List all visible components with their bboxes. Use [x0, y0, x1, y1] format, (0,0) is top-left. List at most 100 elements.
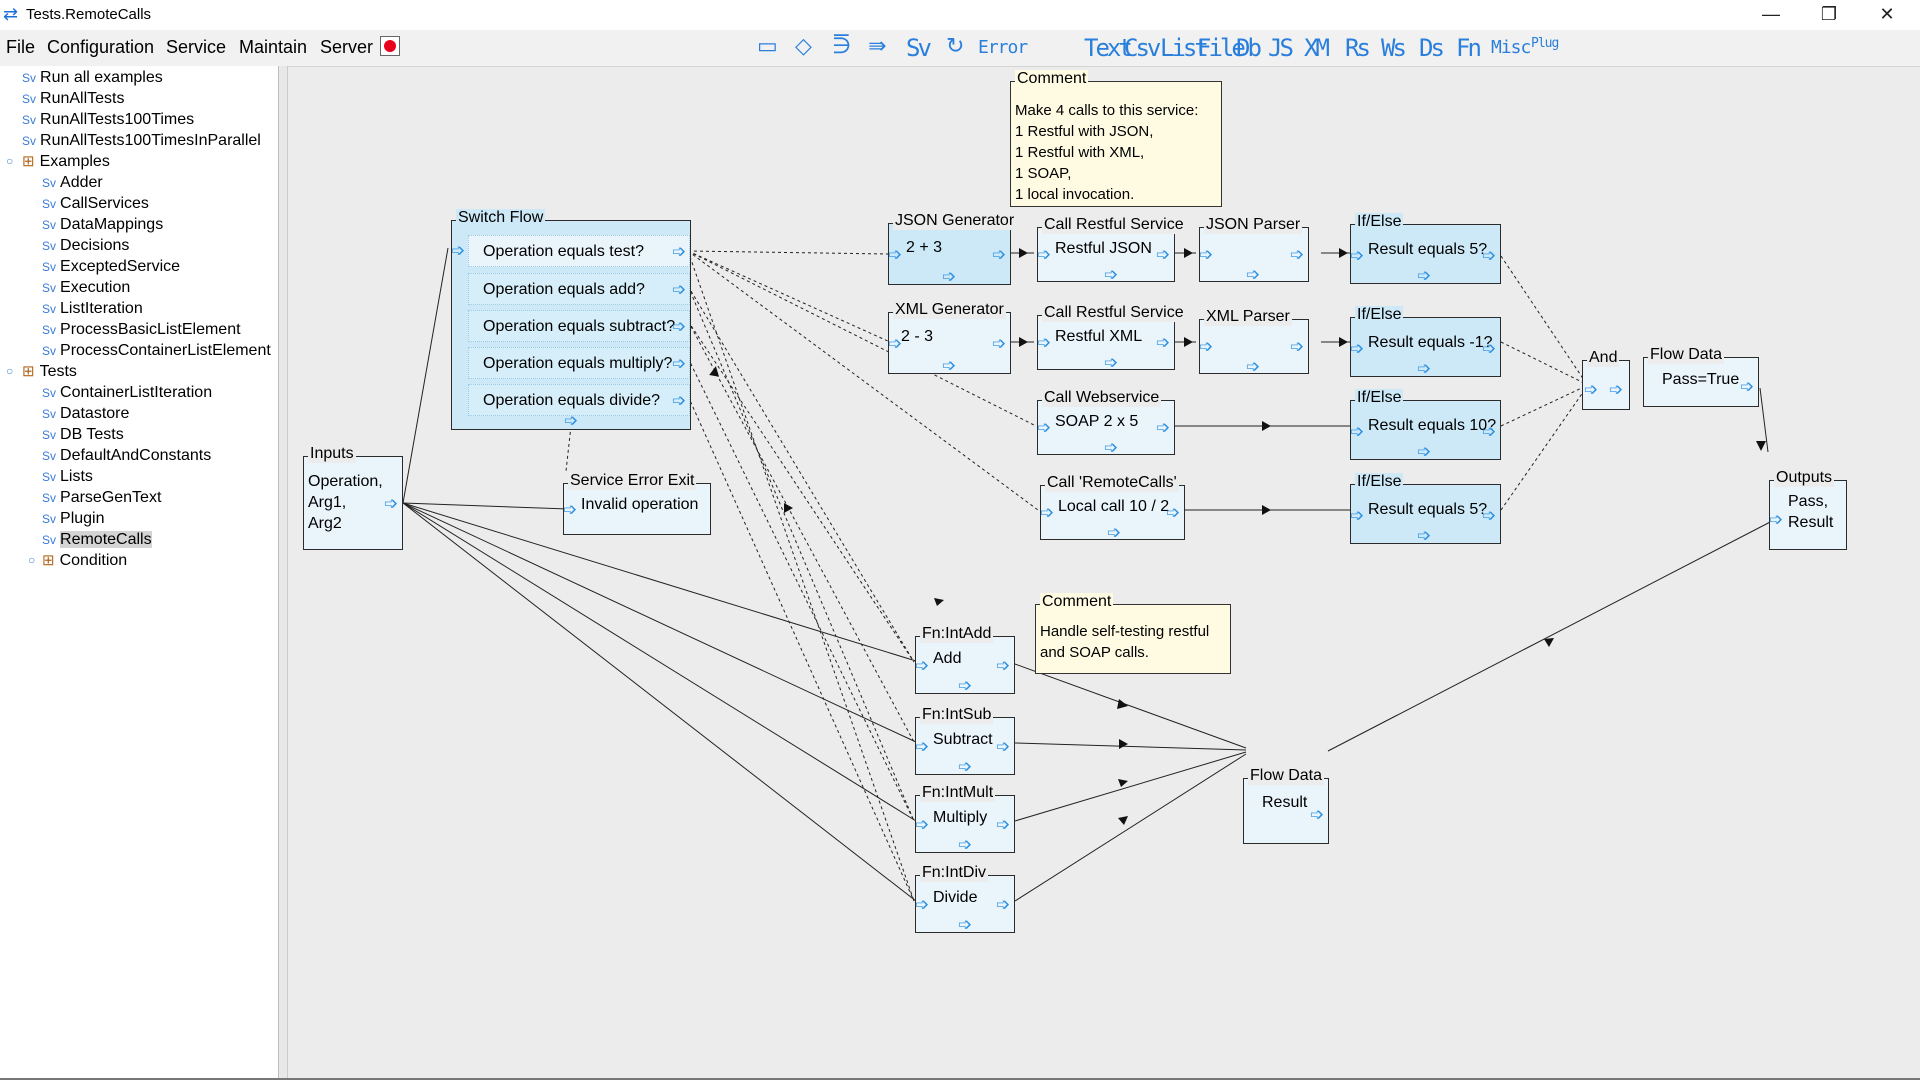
switch-branch[interactable]: Operation equals test? [468, 235, 690, 267]
tree-folder-examples[interactable]: ⊞Examples [22, 153, 110, 170]
input-port-icon[interactable]: ➩ [1199, 245, 1214, 264]
output-port-icon[interactable]: ➩ [996, 737, 1011, 756]
input-port-icon[interactable]: ➩ [1037, 333, 1052, 352]
call-webservice-node[interactable]: Call Webservice ➩ SOAP 2 x 5 ➩ ➩ [1037, 389, 1175, 457]
switch-flow-node[interactable]: Switch Flow ➩ Operation equals test? Ope… [451, 209, 691, 430]
outputs-node[interactable]: Outputs Pass, Result ➩ [1769, 469, 1847, 550]
js-button[interactable]: JS [1268, 34, 1294, 62]
call-restful-xml-node[interactable]: Call Restful Service ➩ Restful XML ➩ ➩ [1037, 304, 1186, 372]
decision-icon[interactable]: ◇ [795, 34, 812, 59]
else-port-icon[interactable]: ➩ [1417, 359, 1432, 378]
input-port-icon[interactable]: ➩ [915, 656, 930, 675]
else-port-icon[interactable]: ➩ [1417, 266, 1432, 285]
db-button[interactable]: Db [1236, 34, 1262, 62]
error-port-icon[interactable]: ➩ [1107, 523, 1122, 542]
else-port-icon[interactable]: ➩ [1417, 442, 1432, 461]
output-port-icon[interactable]: ➩ [1740, 377, 1755, 396]
error-port-icon[interactable]: ➩ [942, 267, 957, 286]
call-restful-json-node[interactable]: Call Restful Service ➩ Restful JSON ➩ ➩ [1037, 216, 1186, 284]
flow-icon[interactable]: ⇛ [868, 34, 887, 59]
minimize-button[interactable]: — [1762, 4, 1780, 24]
error-button[interactable]: Error [978, 37, 1028, 58]
file-button[interactable]: File [1197, 34, 1246, 62]
input-icon[interactable]: ▭ [757, 34, 778, 59]
menu-service[interactable]: Service [166, 37, 227, 57]
if-else-node[interactable]: If/Else ➩ Result equals 5? ➩ ➩ [1350, 473, 1501, 544]
menu-server[interactable]: Server [320, 37, 374, 57]
tree-toggle-icon[interactable]: ○ [6, 364, 14, 378]
if-else-node[interactable]: If/Else ➩ Result equals 10? ➩ ➩ [1350, 389, 1501, 461]
xml-parser-node[interactable]: XML Parser ➩ ➩ ➩ [1199, 308, 1309, 376]
output-port-icon[interactable]: ➩ [996, 895, 1011, 914]
error-port-icon[interactable]: ➩ [958, 915, 973, 934]
output-port-icon[interactable]: ➩ [996, 815, 1011, 834]
switch-branch[interactable]: Operation equals subtract? [468, 310, 690, 342]
if-else-node[interactable]: If/Else ➩ Result equals 5? ➩ ➩ [1350, 213, 1501, 285]
output-port-icon[interactable]: ➩ [1290, 337, 1305, 356]
error-port-icon[interactable]: ➩ [1104, 438, 1119, 457]
output-port-icon[interactable]: ➩ [1482, 339, 1497, 358]
error-port-icon[interactable]: ➩ [1104, 353, 1119, 372]
error-port-icon[interactable]: ➩ [1246, 265, 1261, 284]
csv-button[interactable]: Csv [1124, 34, 1161, 62]
output-port-icon[interactable]: ➩ [1310, 805, 1325, 824]
error-port-icon[interactable]: ➩ [958, 757, 973, 776]
output-port-icon[interactable]: ➩ [1290, 245, 1305, 264]
and-node[interactable]: And ➩ ➩ [1582, 349, 1630, 410]
output-port-icon[interactable]: ➩ [1166, 503, 1181, 522]
output-port-icon[interactable]: ➩ [1482, 506, 1497, 525]
ws-button[interactable]: Ws [1381, 34, 1407, 62]
input-port-icon[interactable]: ➩ [915, 895, 930, 914]
output-port-icon[interactable]: ➩ [672, 242, 687, 261]
service-button[interactable]: Sv [906, 34, 932, 62]
output-port-icon[interactable]: ➩ [672, 354, 687, 373]
input-port-icon[interactable]: ➩ [1769, 510, 1784, 529]
switch-branch[interactable]: Operation equals multiply? [468, 347, 690, 379]
flow-canvas[interactable]: Comment Make 4 calls to this service: 1 … [288, 66, 1920, 1080]
input-port-icon[interactable]: ➩ [915, 815, 930, 834]
output-port-icon[interactable]: ➩ [1156, 333, 1171, 352]
comment-note[interactable]: Comment Handle self-testing restful and … [1035, 593, 1231, 674]
list-button[interactable]: List [1160, 34, 1209, 62]
output-port-icon[interactable]: ➩ [1482, 246, 1497, 265]
input-port-icon[interactable]: ➩ [451, 241, 466, 260]
text-button[interactable]: Text [1084, 34, 1133, 62]
menu-maintain[interactable]: Maintain [239, 37, 308, 57]
input-port-icon[interactable]: ➩ [888, 334, 903, 353]
service-error-exit-node[interactable]: Service Error Exit ➩ Invalid operation [563, 472, 711, 535]
xml-button[interactable]: XM [1304, 34, 1330, 62]
json-parser-node[interactable]: JSON Parser ➩ ➩ ➩ [1199, 216, 1309, 284]
error-port-icon[interactable]: ➩ [1246, 357, 1261, 376]
input-port-icon[interactable]: ➩ [1350, 422, 1365, 441]
input-port-icon[interactable]: ➩ [1037, 245, 1052, 264]
input-port-icon[interactable]: ➩ [888, 245, 903, 264]
input-port-icon[interactable]: ➩ [1584, 380, 1599, 399]
output-port-icon[interactable]: ➩ [672, 280, 687, 299]
output-port-icon[interactable]: ➩ [1156, 418, 1171, 437]
sidebar-splitter[interactable] [279, 66, 288, 1080]
input-port-icon[interactable]: ➩ [1040, 503, 1055, 522]
ds-button[interactable]: Ds [1419, 34, 1445, 62]
menu-file[interactable]: File [6, 37, 36, 57]
output-port-icon[interactable]: ➩ [996, 656, 1011, 675]
json-generator-node[interactable]: JSON Generator ➩ 2 + 3 ➩ ➩ [888, 212, 1017, 286]
output-port-icon[interactable]: ➩ [1482, 422, 1497, 441]
output-port-icon[interactable]: ➩ [1609, 380, 1624, 399]
switch-icon[interactable]: ⋽ [832, 34, 852, 59]
output-port-icon[interactable]: ➩ [672, 391, 687, 410]
output-port-icon[interactable]: ➩ [384, 494, 399, 513]
fn-int-add-node[interactable]: Fn:IntAdd ➩ Add ➩ ➩ [915, 625, 1015, 694]
input-port-icon[interactable]: ➩ [915, 737, 930, 756]
